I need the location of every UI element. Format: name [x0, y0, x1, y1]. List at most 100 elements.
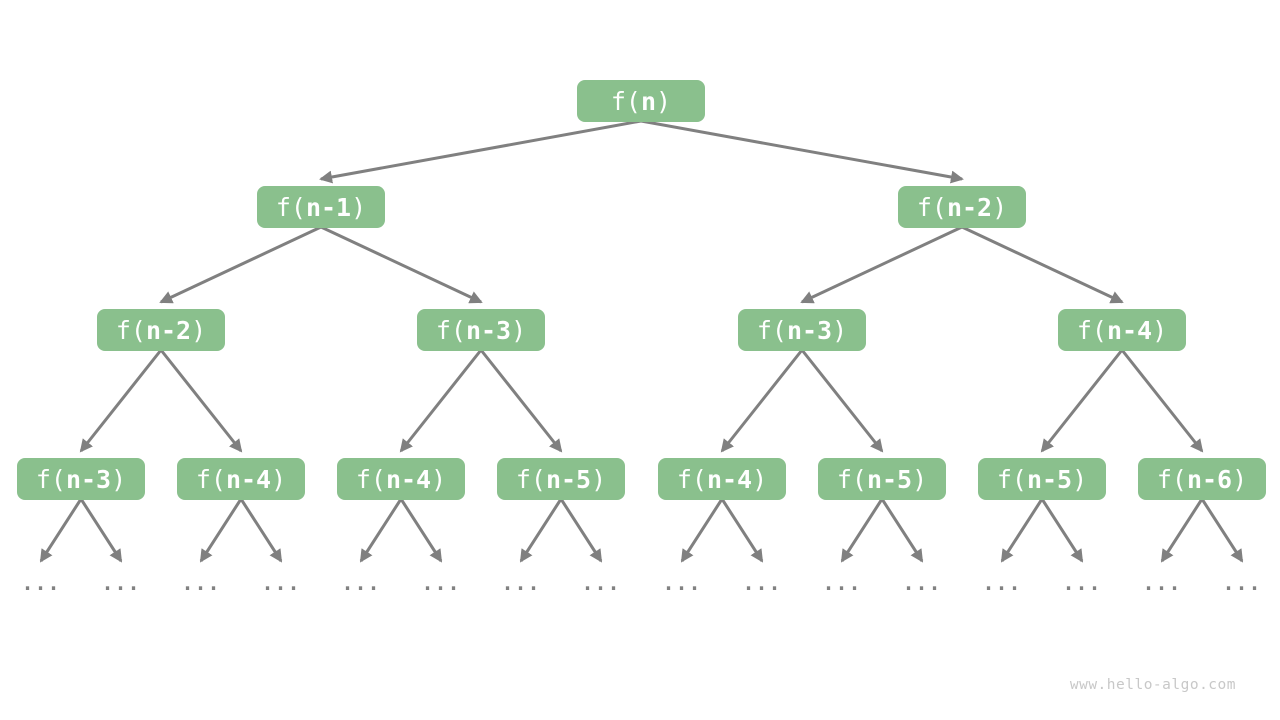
tree-node: f(n-1)	[257, 186, 385, 228]
leaf-ellipsis: ...	[1142, 571, 1181, 595]
edge-arrow	[640, 119, 964, 184]
tree-node: f(n-5)	[497, 458, 625, 500]
node-label-part: n-4	[225, 464, 272, 494]
leaf-ellipsis: ...	[261, 571, 300, 595]
node-label-part: )	[591, 464, 607, 494]
node-label-part: )	[191, 315, 207, 345]
edge-arrow	[199, 498, 243, 563]
edge-arrow	[1160, 498, 1204, 563]
node-label-part: )	[511, 315, 527, 345]
tree-node: f(n-5)	[978, 458, 1106, 500]
leaf-ellipsis: ...	[1062, 571, 1101, 595]
edge-arrow	[720, 349, 804, 453]
tree-node: f(n)	[577, 80, 705, 122]
node-label-part: n-5	[545, 464, 592, 494]
leaf-ellipsis: ...	[982, 571, 1021, 595]
node-label-part: f(	[195, 464, 226, 494]
edge-arrow	[880, 498, 924, 563]
node-label-part: f(	[836, 464, 867, 494]
node-label-part: )	[111, 464, 127, 494]
edge-arrow	[399, 349, 483, 453]
node-label-part: f(	[515, 464, 546, 494]
tree-node: f(n-4)	[177, 458, 305, 500]
leaf-ellipsis: ...	[21, 571, 60, 595]
node-label-part: n-4	[706, 464, 753, 494]
edge-arrow	[800, 349, 884, 453]
edge-arrow	[320, 225, 483, 304]
leaf-ellipsis: ...	[341, 571, 380, 595]
node-label-part: )	[912, 464, 928, 494]
node-label-part: n-5	[866, 464, 913, 494]
leaf-ellipsis: ...	[501, 571, 540, 595]
edge-arrow	[1000, 498, 1044, 563]
node-label-part: f(	[1156, 464, 1187, 494]
edge-arrow	[319, 119, 642, 184]
tree-node: f(n-6)	[1138, 458, 1266, 500]
leaf-ellipsis: ...	[662, 571, 701, 595]
node-label-part: n-3	[465, 315, 512, 345]
edge-arrow	[239, 498, 283, 563]
node-label-part: f(	[275, 192, 306, 222]
node-label-part: )	[1152, 315, 1168, 345]
node-label-part: n-4	[1106, 315, 1153, 345]
node-label-part: n-3	[65, 464, 112, 494]
node-label-part: f(	[996, 464, 1027, 494]
edge-arrow	[159, 349, 243, 453]
leaf-ellipsis: ...	[101, 571, 140, 595]
node-label-part: )	[1232, 464, 1248, 494]
leaf-ellipsis: ...	[421, 571, 460, 595]
edge-arrow	[39, 498, 83, 563]
edge-arrow	[559, 498, 603, 563]
node-label-part: n-5	[1026, 464, 1073, 494]
edge-arrow	[79, 349, 163, 453]
node-label-part: n-3	[786, 315, 833, 345]
edge-arrow	[1120, 349, 1204, 453]
tree-node: f(n-4)	[1058, 309, 1186, 351]
edge-arrow	[800, 225, 963, 304]
node-label-part: n-2	[946, 192, 993, 222]
leaf-ellipsis: ...	[1222, 571, 1261, 595]
tree-node: f(n-3)	[417, 309, 545, 351]
node-label-part: f(	[1076, 315, 1107, 345]
edge-arrow	[159, 225, 322, 304]
leaf-ellipsis: ...	[902, 571, 941, 595]
node-label-part: )	[271, 464, 287, 494]
node-label-part: f(	[115, 315, 146, 345]
edge-arrow	[1040, 498, 1084, 563]
leaves-group: ........................................…	[21, 498, 1261, 595]
node-label-part: f(	[916, 192, 947, 222]
edge-arrow	[79, 498, 123, 563]
edge-arrow	[1200, 498, 1244, 563]
node-label-part: f(	[756, 315, 787, 345]
tree-node: f(n-3)	[17, 458, 145, 500]
node-label-part: n	[640, 86, 657, 116]
edge-arrow	[359, 498, 403, 563]
edge-arrow	[399, 498, 443, 563]
node-label-part: )	[992, 192, 1008, 222]
edges-group	[79, 119, 1204, 453]
tree-node: f(n-4)	[658, 458, 786, 500]
node-label-part: f(	[35, 464, 66, 494]
edge-arrow	[840, 498, 884, 563]
edge-arrow	[1040, 349, 1124, 453]
edge-arrow	[479, 349, 563, 453]
tree-node: f(n-4)	[337, 458, 465, 500]
node-label-part: n-4	[385, 464, 432, 494]
node-label-part: f(	[435, 315, 466, 345]
edge-arrow	[961, 225, 1124, 304]
node-label-part: )	[832, 315, 848, 345]
node-label-part: )	[656, 86, 672, 116]
node-label-part: n-1	[305, 192, 352, 222]
node-label-part: f(	[676, 464, 707, 494]
edge-arrow	[519, 498, 563, 563]
edge-arrow	[680, 498, 724, 563]
node-label-part: f(	[610, 86, 641, 116]
edge-arrow	[720, 498, 764, 563]
leaf-ellipsis: ...	[181, 571, 220, 595]
node-label-part: n-6	[1186, 464, 1233, 494]
leaf-ellipsis: ...	[822, 571, 861, 595]
watermark: www.hello-algo.com	[1069, 677, 1236, 693]
tree-node: f(n-2)	[97, 309, 225, 351]
